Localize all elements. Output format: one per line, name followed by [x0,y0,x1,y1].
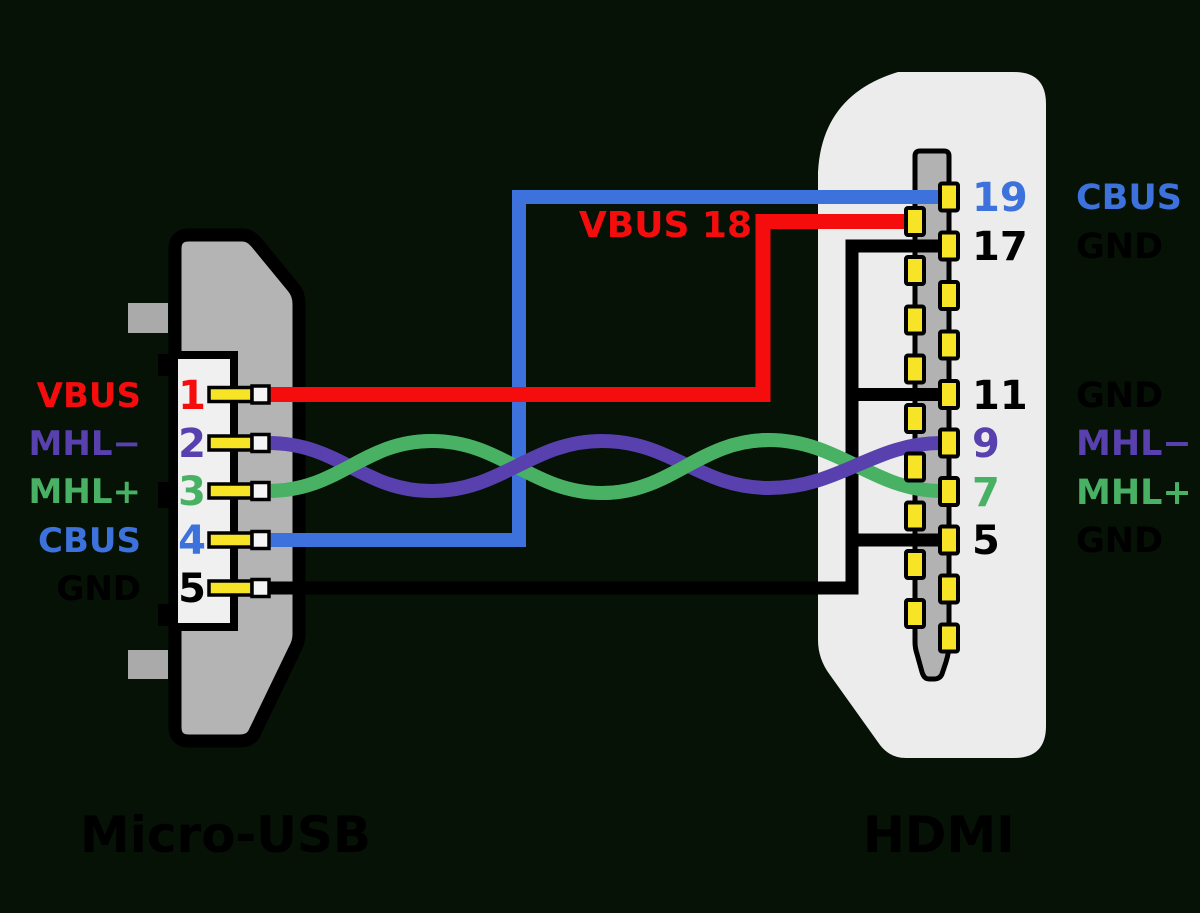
wire-cbus [268,190,941,547]
hdmi-pin-4 [904,549,926,580]
hdmi-pin-15 [938,280,960,311]
hdmi-pin-8 [904,451,926,483]
wire-mhl-plus-over-segment-1 [267,434,433,498]
wire-vbus [268,214,906,402]
hdmi-pin-12 [904,353,926,385]
micro-usb-pin-3-number: 3 [178,469,206,515]
micro-usb-pin-2 [207,434,254,452]
hdmi-signal-cbus: CBUS [1076,178,1182,218]
hdmi-pin-10 [904,403,926,434]
micro-usb-pins [207,385,254,597]
micro-usb-signal-mhl-minus: MHL− [29,424,141,464]
micro-usb-notch-top [158,354,174,376]
hdmi-pin-6 [904,500,926,532]
micro-usb-pin-2-tip [250,432,271,454]
hdmi-pin-17-number: 17 [972,224,1028,270]
micro-usb-pin-3 [207,482,254,500]
hdmi-pins-odd-column [938,181,960,654]
wire-mhl-minus [267,433,942,499]
hdmi-pin-17 [938,230,960,262]
hdmi-pin-9 [938,427,960,459]
micro-usb-notch-bottom [158,604,174,626]
hdmi-pin-5-number: 5 [972,518,1000,564]
vbus18-wire-label: VBUS 18 [579,205,752,246]
hdmi-pin-19 [938,181,960,213]
hdmi-signal-mhl-plus: MHL+ [1076,473,1192,513]
micro-usb-signal-gnd: GND [56,569,141,609]
hdmi-pin-7 [938,476,960,507]
hdmi-pin-13 [938,329,960,361]
micro-usb-pin-tips [250,384,271,599]
hdmi-pin-2 [904,598,926,629]
hdmi-pin-18 [904,206,926,237]
micro-usb-title: Micro-USB [80,806,371,864]
hdmi-signal-gnd-5: GND [1076,521,1163,561]
hdmi-pin-11-number: 11 [972,373,1028,419]
hdmi-signal-mhl-minus: MHL− [1076,424,1192,464]
wire-mhl-plus-over-segment-2 [601,433,770,500]
micro-usb-pin-2-number: 2 [178,421,206,467]
hdmi-title: HDMI [863,806,1015,864]
micro-usb-pin-4-number: 4 [178,518,206,564]
micro-usb-signal-mhl-plus: MHL+ [29,472,141,512]
hdmi-pin-16 [904,255,926,286]
micro-usb-pin-5-number: 5 [178,566,206,612]
hdmi-signal-gnd-11: GND [1076,376,1163,416]
hdmi-pin-14 [904,304,926,336]
micro-usb-pin-5 [207,579,254,597]
hdmi-pin-3 [938,573,960,605]
hdmi-pins-even-column [904,206,926,629]
micro-usb-notch-middle [158,482,174,508]
hdmi-pin-11 [938,379,960,410]
micro-usb-signal-vbus: VBUS [37,376,141,416]
micro-usb-pin-4 [207,531,254,549]
hdmi-pin-7-number: 7 [972,470,1000,516]
micro-usb-pin-1-tip [250,384,271,405]
micro-usb-mount-tab-top [128,303,168,333]
hdmi-pin-19-number: 19 [972,175,1028,221]
hdmi-pin-9-number: 9 [972,421,1000,467]
micro-usb-signal-cbus: CBUS [38,521,141,561]
micro-usb-mount-tab-bottom [128,650,168,679]
hdmi-signal-gnd-17: GND [1076,227,1163,267]
hdmi-pin-1 [938,622,960,654]
micro-usb-pin-3-tip [250,480,271,502]
micro-usb-pin-5-tip [250,577,271,599]
hdmi-pin-5 [938,524,960,556]
micro-usb-pin-1 [207,385,254,404]
micro-usb-pin-4-tip [250,529,271,551]
micro-usb-pin-1-number: 1 [178,373,206,419]
wire-gnd [268,239,941,595]
